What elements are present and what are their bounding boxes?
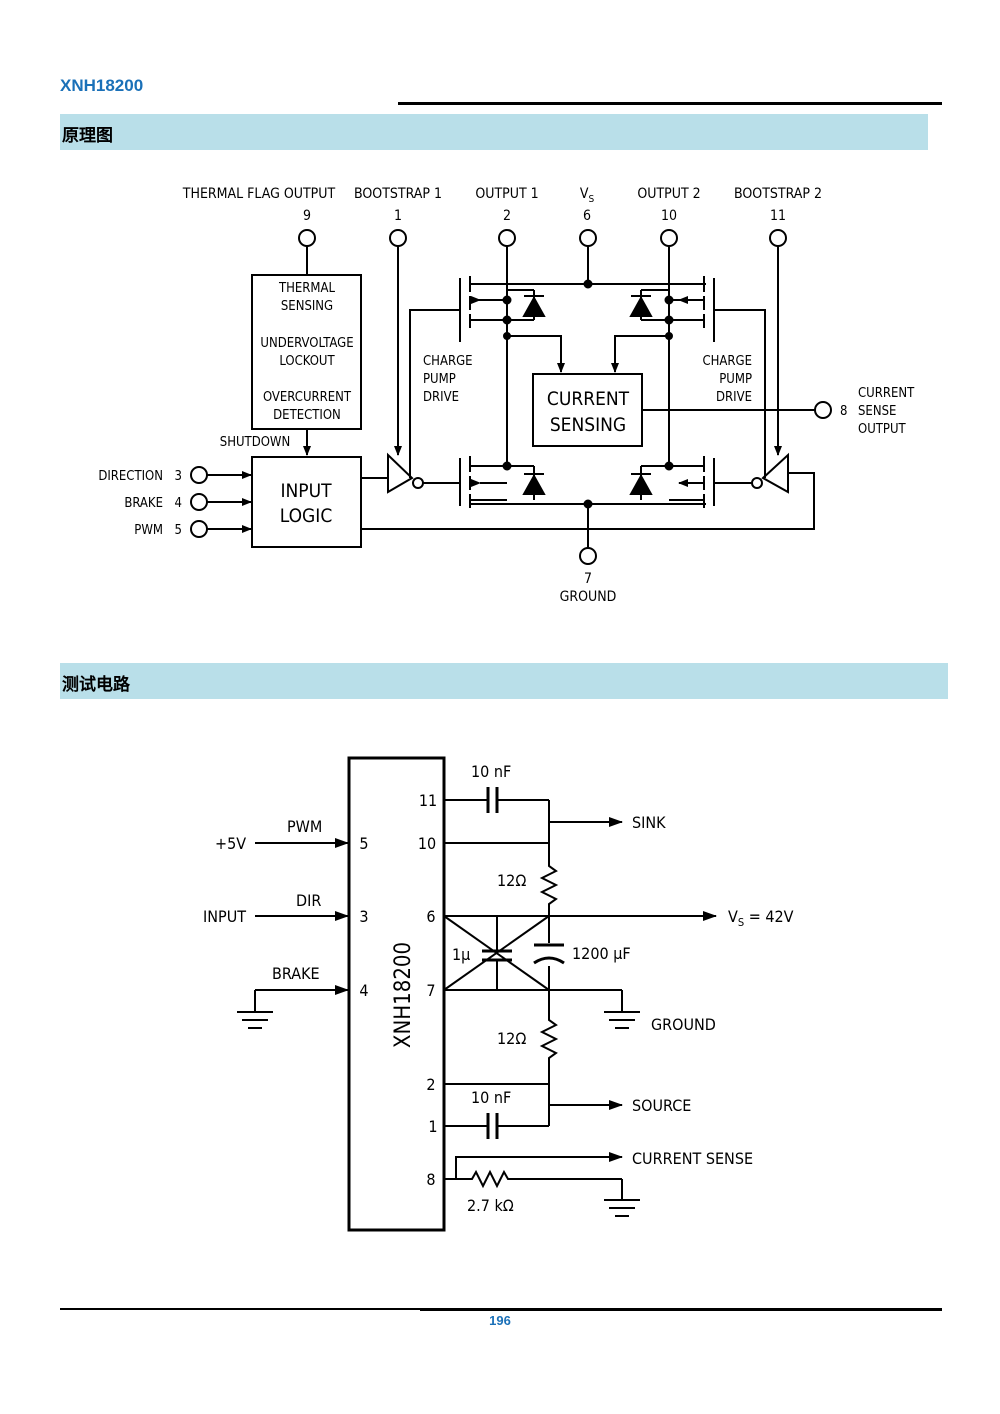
cap-big-value: 1200 μF — [572, 944, 631, 963]
protection-line: DETECTION — [273, 408, 341, 423]
cap-bottom-value: 10 nF — [471, 1088, 511, 1107]
resistor-top — [539, 860, 559, 916]
input-label-brake: BRAKE — [124, 496, 163, 511]
charge-pump-right-text: DRIVE — [716, 390, 752, 405]
ground-symbol — [604, 990, 640, 1029]
footer-rule-thick — [420, 1308, 942, 1311]
res-sense-value: 2.7 kΩ — [467, 1196, 514, 1215]
input-num-3: 3 — [175, 469, 182, 484]
chip-name: XNH18200 — [391, 942, 416, 1048]
page-number: 196 — [489, 1313, 511, 1328]
output-current-sense: CURRENT SENSE — [632, 1149, 753, 1168]
mosfet-lower-right — [669, 456, 715, 508]
charge-pump-left-text: CHARGE — [423, 354, 473, 369]
ground-pin-label: GROUND — [560, 589, 617, 605]
protection-line: THERMAL — [278, 281, 336, 296]
pin-num-11: 11 — [770, 208, 786, 224]
current-sensing-text: SENSING — [550, 414, 626, 436]
header-rule — [398, 102, 942, 105]
pin-label-bootstrap2: BOOTSTRAP 2 — [734, 186, 822, 202]
chip-pin-11: 11 — [419, 791, 437, 810]
res-top-value: 12Ω — [497, 871, 526, 890]
chip-pin-4: 4 — [359, 981, 368, 1000]
document-title: XNH18200 — [60, 76, 144, 95]
chip-pin-2: 2 — [426, 1075, 435, 1094]
chip-pin-10: 10 — [418, 834, 436, 853]
cap-small-value: 1μ — [452, 945, 470, 964]
pin-name-pwm: PWM — [287, 817, 322, 836]
diode-upper-right — [629, 289, 669, 321]
ground-symbol — [604, 1179, 640, 1217]
source-5v: +5V — [215, 834, 246, 853]
current-sensing-text: CURRENT — [547, 388, 630, 410]
chip-pin-8: 8 — [426, 1170, 435, 1189]
resistor-sense — [456, 1169, 622, 1189]
chip-body — [347, 756, 446, 1232]
protection-line: LOCKOUT — [279, 354, 335, 369]
chip-pin-6: 6 — [426, 907, 435, 926]
charge-pump-left-text: DRIVE — [423, 390, 459, 405]
pin-label-output1: OUTPUT 1 — [475, 186, 538, 202]
pin-label-output2: OUTPUT 2 — [637, 186, 700, 202]
pin-num-10: 10 — [661, 208, 677, 224]
driver-buffer-left — [387, 452, 414, 494]
sense-output-label: OUTPUT — [858, 422, 907, 437]
output-vs: VS = 42V — [728, 907, 794, 929]
pin-terminals — [298, 229, 787, 247]
output-ground: GROUND — [651, 1015, 716, 1034]
protection-line: OVERCURRENT — [263, 390, 352, 405]
protection-line: UNDERVOLTAGE — [260, 336, 353, 351]
res-bottom-value: 12Ω — [497, 1029, 526, 1048]
mosfet-lower-left — [459, 456, 507, 508]
shutdown-label: SHUTDOWN — [220, 435, 290, 450]
charge-pump-right-text: CHARGE — [702, 354, 752, 369]
cap-top-value: 10 nF — [471, 762, 511, 781]
diode-lower-left — [507, 465, 546, 500]
section-heading-schematic: 原理图 — [60, 114, 928, 150]
input-logic-text: LOGIC — [280, 505, 333, 527]
source-input: INPUT — [203, 907, 246, 926]
diode-upper-left — [507, 289, 546, 321]
ground-pin-num: 7 — [584, 571, 592, 587]
input-num-4: 4 — [175, 496, 182, 511]
sense-output-num: 8 — [840, 404, 847, 419]
pin-num-9: 9 — [303, 208, 311, 224]
chip-pin-5: 5 — [359, 834, 368, 853]
protection-line: SENSING — [281, 299, 333, 314]
pin-label-thermal-flag: THERMAL FLAG OUTPUT — [182, 186, 336, 202]
chip-pin-1: 1 — [428, 1117, 437, 1136]
input-num-5: 5 — [175, 523, 182, 538]
capacitor-plate-curved — [533, 956, 565, 965]
input-logic-block — [251, 456, 362, 548]
section-heading-text: 原理图 — [62, 126, 113, 146]
input-label-direction: DIRECTION — [98, 469, 163, 484]
sense-output-label: CURRENT — [858, 386, 915, 401]
sense-output-label: SENSE — [858, 404, 896, 419]
pin-num-6: 6 — [583, 208, 591, 224]
test-circuit: XNH18200 5 3 4 11 10 6 7 2 1 8 PWM +5V D… — [203, 756, 794, 1232]
chip-pin-7: 7 — [426, 981, 435, 1000]
output-sink: SINK — [632, 813, 666, 832]
ground-symbol — [237, 990, 273, 1029]
block-diagram: THERMAL FLAG OUTPUT BOOTSTRAP 1 OUTPUT 1… — [98, 186, 915, 605]
section-heading-test-circuit: 测试电路 — [60, 663, 948, 699]
pin-name-brake: BRAKE — [272, 964, 320, 983]
pin-label-bootstrap1: BOOTSTRAP 1 — [354, 186, 442, 202]
output-source: SOURCE — [632, 1096, 691, 1115]
pin-num-2: 2 — [503, 208, 511, 224]
charge-pump-right-text: PUMP — [719, 372, 752, 387]
resistor-bottom — [539, 1016, 559, 1084]
pin-name-dir: DIR — [296, 891, 321, 910]
section-heading-text: 测试电路 — [62, 675, 130, 695]
diode-lower-right — [629, 465, 669, 500]
chip-pin-3: 3 — [359, 907, 368, 926]
input-logic-text: INPUT — [280, 480, 332, 502]
input-label-pwm: PWM — [134, 523, 163, 538]
pin-num-1: 1 — [394, 208, 402, 224]
charge-pump-left-text: PUMP — [423, 372, 456, 387]
